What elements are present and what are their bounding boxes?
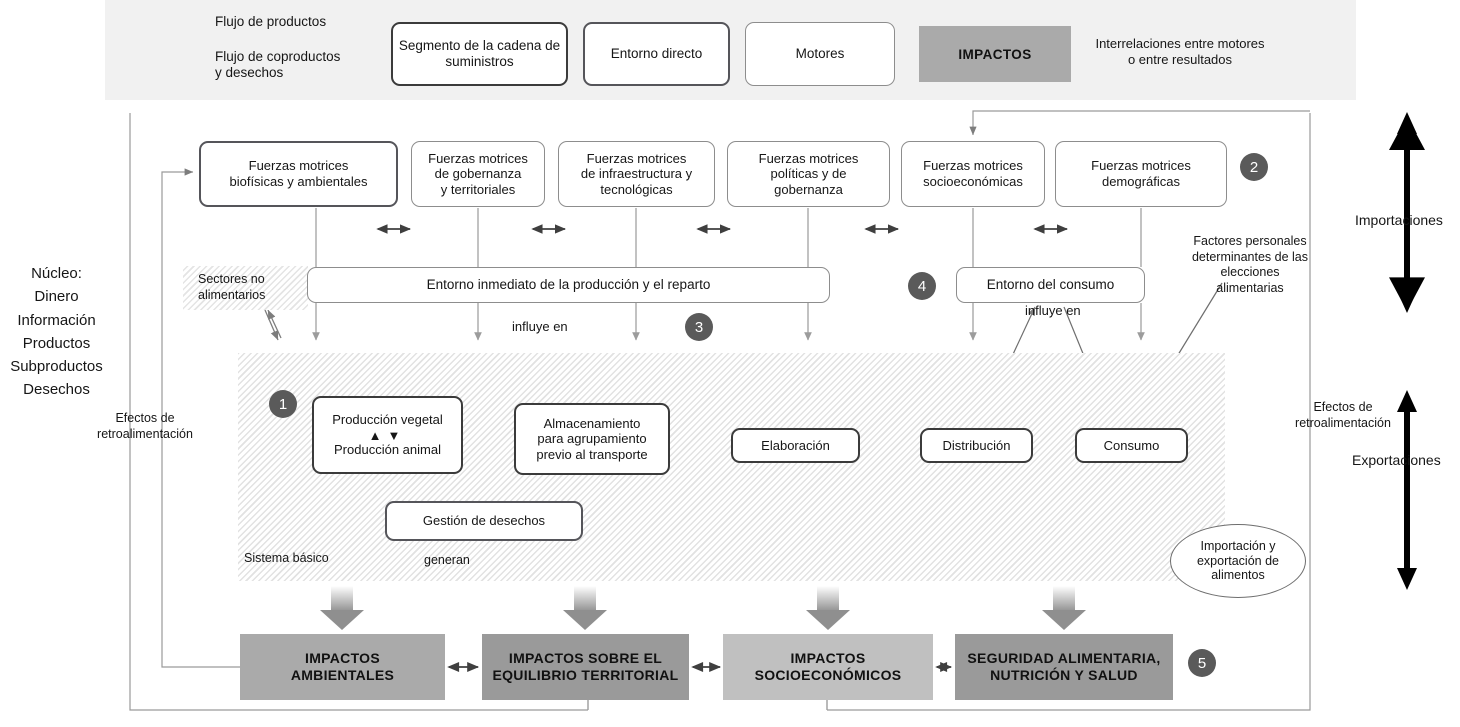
generate-label: generan <box>424 553 470 567</box>
legend-label-product-flow: Flujo de productos <box>215 14 327 29</box>
impact-box-territorial-balance[interactable]: IMPACTOS SOBRE EL EQUILIBRIO TERRITORIAL <box>482 634 689 700</box>
badge-4: 4 <box>908 272 936 300</box>
chain-box-consumption[interactable]: Consumo <box>1075 428 1188 463</box>
personal-factors-label: Factores personales determinantes de las… <box>1191 234 1309 295</box>
driver-box-political-governance[interactable]: Fuerzas motrices políticas y de gobernan… <box>727 141 890 207</box>
driver-box-socioeconomic[interactable]: Fuerzas motrices socioeconómicas <box>901 141 1045 207</box>
driver-box-demographic[interactable]: Fuerzas motrices demográficas <box>1055 141 1227 207</box>
environment-box-production-distribution[interactable]: Entorno inmediato de la producción y el … <box>307 267 830 303</box>
impact-box-socioeconomic[interactable]: IMPACTOS SOCIOECONÓMICOS <box>723 634 933 700</box>
production-exchange-arrows-icon: ▲▼ <box>368 427 407 443</box>
production-plant-label: Producción vegetal <box>332 412 443 428</box>
legend-band <box>105 0 1356 100</box>
trade-ellipse-food-import-export[interactable]: Importación y exportación de alimentos <box>1170 524 1306 598</box>
badge-1: 1 <box>269 390 297 418</box>
chain-box-production[interactable]: Producción vegetal ▲▼ Producción animal <box>312 396 463 474</box>
legend-label-interrelations: Interrelaciones entre motores o entre re… <box>1095 36 1265 68</box>
influences-label-consumption: influye en <box>1025 303 1081 318</box>
driver-box-infrastructure-technology[interactable]: Fuerzas motrices de infraestructura y te… <box>558 141 715 207</box>
impact-box-food-security-nutrition-health[interactable]: SEGURIDAD ALIMENTARIA, NUTRICIÓN Y SALUD <box>955 634 1173 700</box>
legend-key-drivers: Motores <box>745 22 895 86</box>
legend-label-coproduct-flow: Flujo de coproductos y desechos <box>215 49 341 81</box>
imports-label: Importaciones <box>1355 212 1443 228</box>
feedback-effects-label-left: Efectos de retroalimentación <box>97 411 193 441</box>
driver-down-connectors <box>315 208 1142 267</box>
basic-system-label: Sistema básico <box>244 551 329 565</box>
driver-box-governance-territorial[interactable]: Fuerzas motrices de gobernanza y territo… <box>411 141 545 207</box>
influences-label-production: influye en <box>512 319 568 334</box>
driver-box-biophysical-environmental[interactable]: Fuerzas motrices biofísicas y ambientale… <box>199 141 398 207</box>
badge-5: 5 <box>1188 649 1216 677</box>
production-animal-label: Producción animal <box>334 442 441 458</box>
impact-box-environmental[interactable]: IMPACTOS AMBIENTALES <box>240 634 445 700</box>
legend-key-direct-environment: Entorno directo <box>583 22 730 86</box>
environment-box-consumption[interactable]: Entorno del consumo <box>956 267 1145 303</box>
legend-key-supply-chain-segment: Segmento de la cadena de suministros <box>391 22 568 86</box>
badge-2: 2 <box>1240 153 1268 181</box>
core-flows-label: Núcleo: Dinero Información Productos Sub… <box>10 265 103 399</box>
legend-key-impacts: IMPACTOS <box>919 26 1071 82</box>
feedback-effects-label-right: Efectos de retroalimentación <box>1295 400 1391 430</box>
non-food-sectors-label: Sectores no alimentarios <box>198 272 266 302</box>
non-food-sector-arrows <box>264 309 282 341</box>
chain-box-processing[interactable]: Elaboración <box>731 428 860 463</box>
impact-down-lines <box>587 700 828 710</box>
badge-3: 3 <box>685 313 713 341</box>
chain-box-waste-management[interactable]: Gestión de desechos <box>385 501 583 541</box>
chain-box-distribution[interactable]: Distribución <box>920 428 1033 463</box>
impact-fat-arrows <box>320 586 1086 630</box>
exports-label: Exportaciones <box>1352 452 1441 468</box>
chain-box-storage[interactable]: Almacenamiento para agrupamiento previo … <box>514 403 670 475</box>
top-inflow-arrow <box>969 110 1310 136</box>
